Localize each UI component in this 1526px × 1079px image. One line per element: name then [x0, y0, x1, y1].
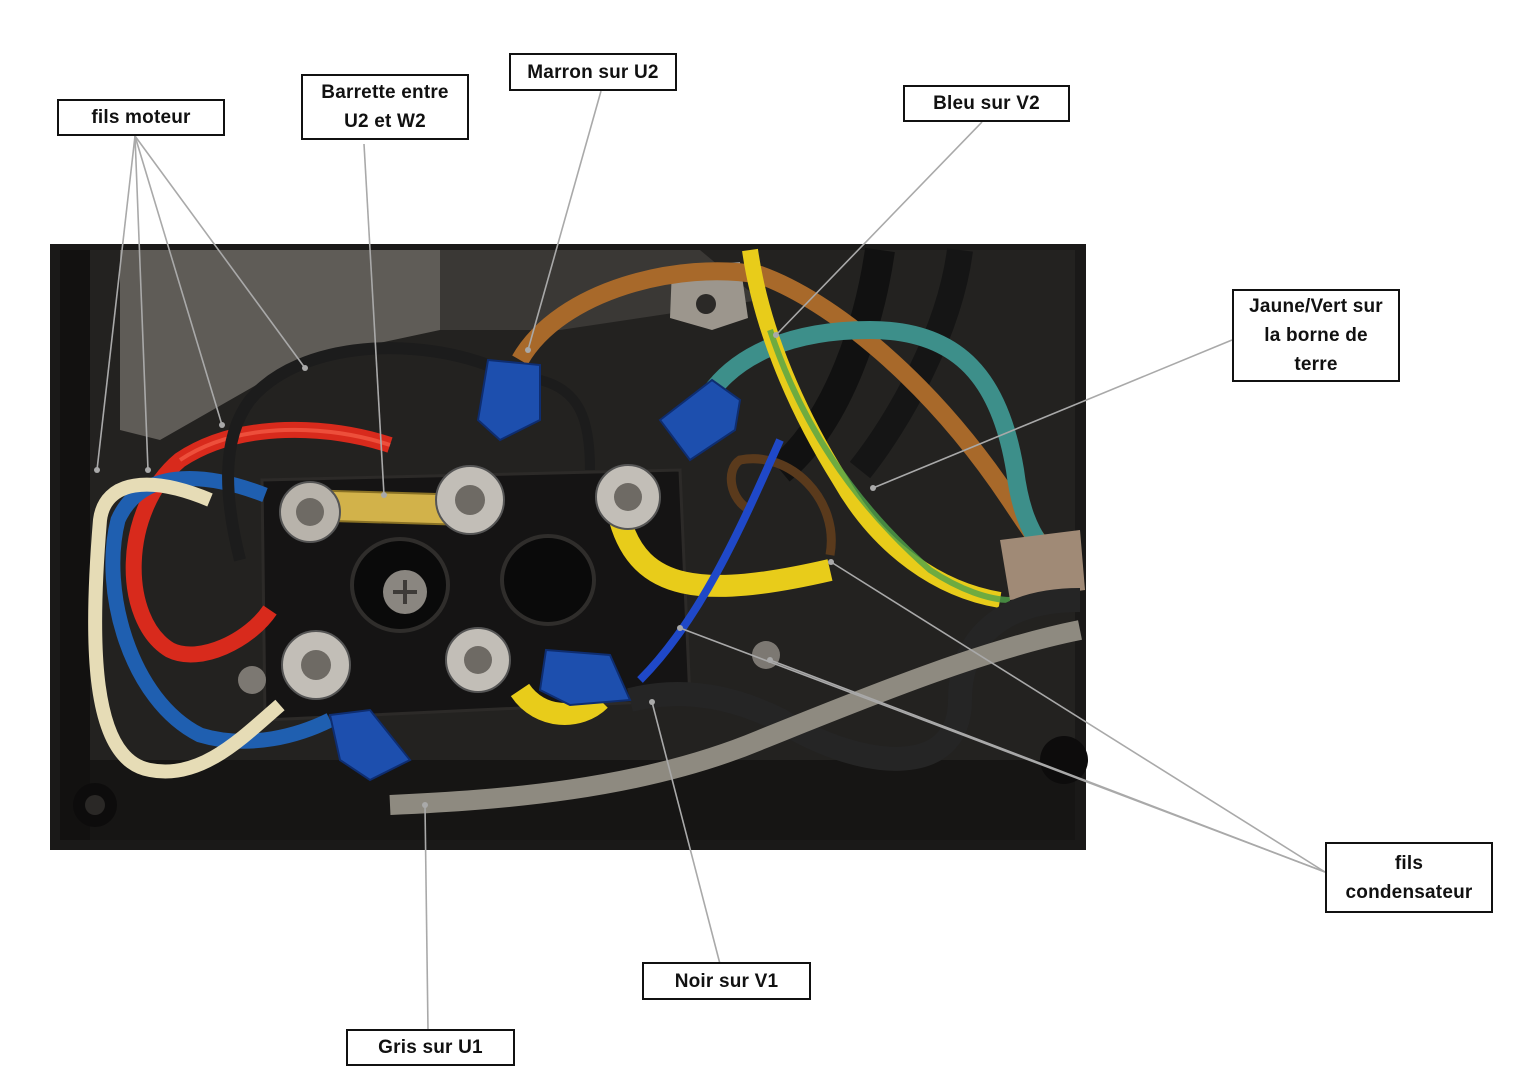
label-bleu-line-1: Bleu sur V2 [933, 93, 1040, 114]
terminal-nuts [279, 464, 661, 700]
label-condensateur-line-1: fils [1394, 852, 1424, 874]
blue-wire-v2 [691, 320, 1048, 550]
label-barrette-line-1: Barrette entre [321, 82, 449, 103]
leader-gris [424, 804, 429, 1031]
leader-noir [651, 701, 721, 965]
leader-marron [527, 90, 602, 351]
label-fils-moteur-line-1: fils moteur [91, 107, 191, 128]
label-gris: Gris sur U1 [346, 1029, 515, 1066]
crimp-connectors [328, 358, 742, 782]
label-barrette-line-2: U2 et W2 [344, 111, 426, 132]
terminal-box-photo [50, 244, 1088, 850]
leader-lines [96, 90, 1326, 1031]
label-marron-line-1: Marron sur U2 [527, 61, 659, 83]
blue-cap-wire [637, 438, 784, 683]
leader-fils-moteur-3 [134, 135, 223, 426]
leader-fils-moteur-1 [96, 135, 136, 471]
grey-wire [389, 620, 1082, 815]
label-gris-line-1: Gris sur U1 [378, 1037, 483, 1058]
blue-motor-wire [105, 471, 334, 749]
label-noir: Noir sur V1 [642, 962, 811, 1000]
label-condensateur: fils condensateur [1325, 842, 1493, 913]
label-fils-moteur: fils moteur [57, 99, 225, 136]
black-cable [627, 588, 1081, 771]
label-barrette: Barrette entre U2 et W2 [301, 74, 469, 140]
leader-fils-moteur-4 [134, 135, 306, 369]
leader-arrowheads [94, 332, 876, 808]
leader-condensateur-3 [769, 659, 1326, 873]
leader-barrette [363, 143, 385, 496]
leader-condensateur-1 [830, 561, 1326, 873]
label-marron: Marron sur U2 [509, 53, 677, 91]
label-jaune-vert: Jaune/Vert sur la borne de terre [1232, 289, 1400, 382]
label-noir-line-1: Noir sur V1 [674, 970, 779, 992]
brown-cap-wire [726, 454, 836, 556]
label-jaune-vert-line-1: Jaune/Vert sur [1249, 296, 1383, 317]
label-jaune-vert-line-2: la borne de [1264, 325, 1368, 346]
label-jaune-vert-line-3: terre [1294, 354, 1338, 375]
cream-wire [88, 477, 285, 779]
label-condensateur-line-2: condensateur [1345, 881, 1473, 903]
leader-fils-moteur-2 [134, 135, 149, 471]
label-bleu: Bleu sur V2 [903, 85, 1070, 122]
black-motor-wire [222, 342, 503, 562]
leader-jaune-vert [872, 339, 1233, 489]
leader-bleu [775, 121, 983, 336]
